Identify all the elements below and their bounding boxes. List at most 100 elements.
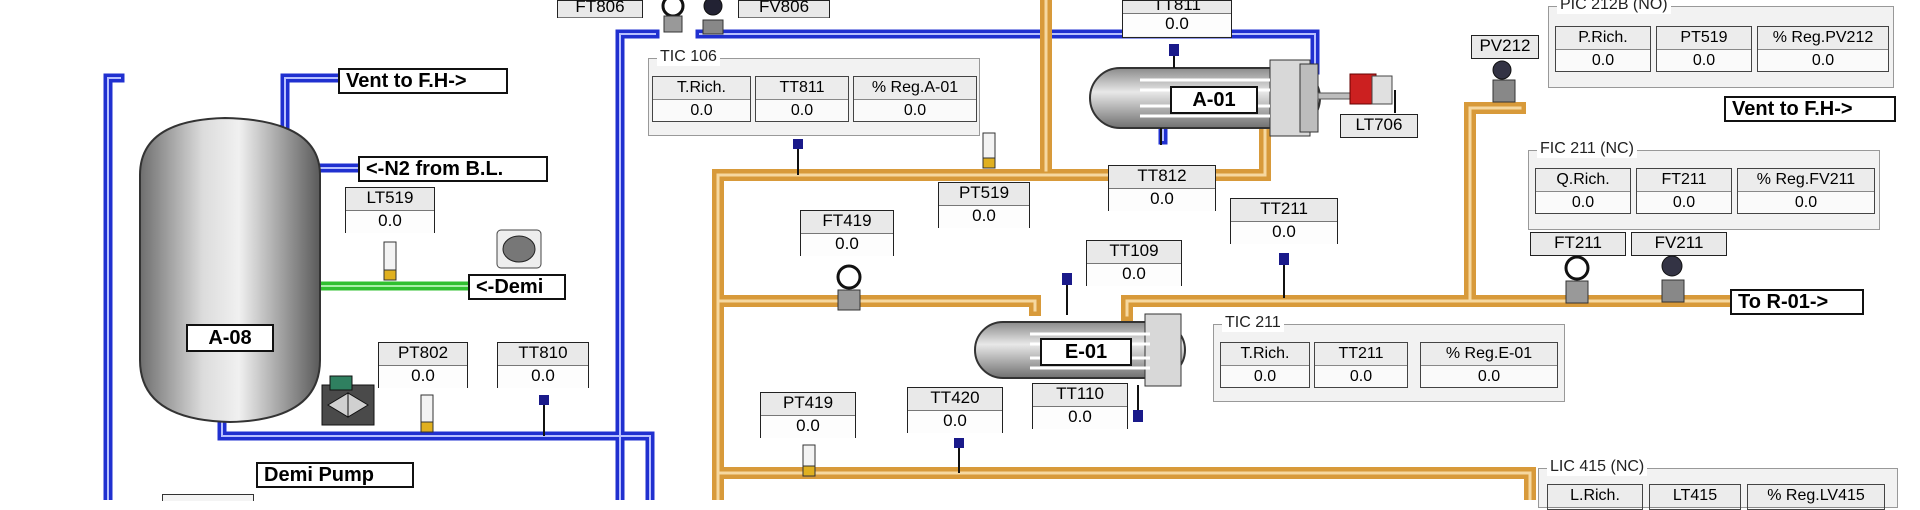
tag-tt109-value: 0.0 bbox=[1087, 264, 1181, 286]
tic211-col-0: T.Rich. 0.0 bbox=[1220, 342, 1310, 388]
tag-pt802-name: PT802 bbox=[379, 343, 467, 366]
tic211-col-2-value: 0.0 bbox=[1477, 368, 1501, 385]
tag-tt420-value: 0.0 bbox=[908, 411, 1002, 433]
tic211-col-1-header: TT211 bbox=[1315, 343, 1407, 366]
panel-tic106[interactable]: TIC 106 T.Rich. 0.0 TT811 0.0 % Reg.A-01… bbox=[648, 48, 980, 136]
pic212b-col-1: PT519 0.0 bbox=[1656, 26, 1752, 72]
pic212b-col-2-value: 0.0 bbox=[1811, 52, 1835, 69]
to-r01-label: To R-01-> bbox=[1730, 289, 1864, 315]
lic415-col-0: L.Rich. bbox=[1547, 484, 1643, 510]
tag-lt519-value: 0.0 bbox=[346, 211, 434, 233]
panel-fic211[interactable]: FIC 211 (NC) Q.Rich. 0.0 FT211 0.0 % Reg… bbox=[1528, 140, 1880, 230]
tag-tt810[interactable]: TT810 0.0 bbox=[497, 342, 589, 388]
lic415-col-2: % Reg.LV415 bbox=[1747, 484, 1885, 510]
equipment-a01[interactable]: A-01 bbox=[1170, 86, 1258, 114]
tag-ft806-name: FT806 bbox=[558, 0, 642, 18]
fic211-col-2-value: 0.0 bbox=[1794, 194, 1818, 211]
pic212b-col-0-header: P.Rich. bbox=[1556, 27, 1650, 50]
tag-lt706-name: LT706 bbox=[1341, 115, 1417, 137]
tag-tt110-name: TT110 bbox=[1033, 384, 1127, 407]
tag-stub-bottom-left bbox=[162, 494, 254, 501]
lic415-col-0-header: L.Rich. bbox=[1548, 485, 1642, 508]
tag-ft211-name: FT211 bbox=[1531, 233, 1625, 255]
fic211-col-0: Q.Rich. 0.0 bbox=[1535, 168, 1631, 214]
pic212b-col-0: P.Rich. 0.0 bbox=[1555, 26, 1651, 72]
tag-pt802[interactable]: PT802 0.0 bbox=[378, 342, 468, 388]
tag-lt519[interactable]: LT519 0.0 bbox=[345, 187, 435, 233]
panel-fic211-title: FIC 211 (NC) bbox=[1537, 140, 1637, 158]
instruments bbox=[321, 0, 1685, 477]
tag-tt811-value: 0.0 bbox=[1123, 14, 1231, 36]
tic211-col-1-value: 0.0 bbox=[1349, 368, 1373, 385]
tag-fv211[interactable]: FV211 bbox=[1631, 232, 1727, 256]
tic106-col-0-value: 0.0 bbox=[690, 102, 713, 119]
panel-tic211-title: TIC 211 bbox=[1222, 314, 1284, 332]
tic106-col-2: % Reg.A-01 0.0 bbox=[853, 76, 977, 122]
tag-tt811[interactable]: TT811 0.0 bbox=[1122, 0, 1232, 38]
tic106-col-1-header: TT811 bbox=[756, 77, 848, 100]
tag-tt110[interactable]: TT110 0.0 bbox=[1032, 383, 1128, 429]
tic211-col-1: TT211 0.0 bbox=[1314, 342, 1408, 388]
tag-fv806-name: FV806 bbox=[739, 0, 829, 18]
tag-tt810-name: TT810 bbox=[498, 343, 588, 366]
tic106-col-0: T.Rich. 0.0 bbox=[652, 76, 751, 122]
tag-pt802-value: 0.0 bbox=[379, 366, 467, 388]
tag-lt706[interactable]: LT706 bbox=[1340, 114, 1418, 138]
tag-ft806[interactable]: FT806 bbox=[557, 0, 643, 18]
panel-lic415-title: LIC 415 (NC) bbox=[1547, 458, 1648, 476]
fic211-col-1: FT211 0.0 bbox=[1636, 168, 1732, 214]
tag-tt110-value: 0.0 bbox=[1033, 407, 1127, 429]
tag-pt519-name: PT519 bbox=[939, 183, 1029, 206]
fic211-col-0-header: Q.Rich. bbox=[1536, 169, 1630, 192]
vent-right-label: Vent to F.H-> bbox=[1724, 96, 1896, 122]
tic106-col-0-header: T.Rich. bbox=[653, 77, 750, 100]
tag-fv211-name: FV211 bbox=[1632, 233, 1726, 255]
tic106-col-1-value: 0.0 bbox=[790, 102, 814, 119]
lic415-col-1-header: LT415 bbox=[1650, 485, 1740, 508]
tic211-col-2: % Reg.E-01 0.0 bbox=[1420, 342, 1558, 388]
equipment-a08[interactable]: A-08 bbox=[186, 324, 274, 352]
tag-pt419[interactable]: PT419 0.0 bbox=[760, 392, 856, 438]
tag-fv806[interactable]: FV806 bbox=[738, 0, 830, 18]
fic211-col-1-header: FT211 bbox=[1637, 169, 1731, 192]
tag-tt811-name: TT811 bbox=[1123, 1, 1231, 14]
tag-pv212[interactable]: PV212 bbox=[1471, 35, 1539, 59]
equipment-e01[interactable]: E-01 bbox=[1040, 338, 1132, 366]
tag-tt812[interactable]: TT812 0.0 bbox=[1108, 165, 1216, 211]
tag-ft419-name: FT419 bbox=[801, 211, 893, 234]
panel-tic211[interactable]: TIC 211 T.Rich. 0.0 TT211 0.0 % Reg.E-01… bbox=[1213, 314, 1565, 402]
tag-tt812-value: 0.0 bbox=[1109, 189, 1215, 211]
tag-tt812-name: TT812 bbox=[1109, 166, 1215, 189]
tic106-col-2-value: 0.0 bbox=[903, 102, 927, 119]
tag-tt211[interactable]: TT211 0.0 bbox=[1230, 198, 1338, 244]
demi-pump-label: Demi Pump bbox=[256, 462, 414, 488]
tag-tt211-value: 0.0 bbox=[1231, 222, 1337, 244]
orange-pipes bbox=[712, 0, 1746, 500]
tic106-col-1: TT811 0.0 bbox=[755, 76, 849, 122]
tag-pv212-name: PV212 bbox=[1472, 36, 1538, 58]
tag-tt109[interactable]: TT109 0.0 bbox=[1086, 240, 1182, 286]
n2-from-bl-label: <-N2 from B.L. bbox=[358, 156, 548, 182]
tag-tt211-name: TT211 bbox=[1231, 199, 1337, 222]
tag-pt519-value: 0.0 bbox=[939, 206, 1029, 228]
panel-pic212b[interactable]: PIC 212B (NO) P.Rich. 0.0 PT519 0.0 % Re… bbox=[1548, 0, 1894, 88]
tag-lt519-name: LT519 bbox=[346, 188, 434, 211]
tank-a08 bbox=[139, 116, 321, 424]
fic211-col-2-header: % Reg.FV211 bbox=[1738, 169, 1874, 192]
tag-ft419[interactable]: FT419 0.0 bbox=[800, 210, 894, 256]
tag-tt109-name: TT109 bbox=[1087, 241, 1181, 264]
fic211-col-1-value: 0.0 bbox=[1672, 194, 1696, 211]
panel-tic106-title: TIC 106 bbox=[657, 48, 720, 66]
tag-ft419-value: 0.0 bbox=[801, 234, 893, 256]
pic212b-col-2-header: % Reg.PV212 bbox=[1758, 27, 1888, 50]
pic212b-col-1-value: 0.0 bbox=[1692, 52, 1716, 69]
tag-tt420[interactable]: TT420 0.0 bbox=[907, 387, 1003, 433]
tic106-col-2-header: % Reg.A-01 bbox=[854, 77, 976, 100]
panel-lic415[interactable]: LIC 415 (NC) L.Rich. LT415 % Reg.LV415 bbox=[1538, 458, 1898, 510]
pic212b-col-2: % Reg.PV212 0.0 bbox=[1757, 26, 1889, 72]
lic415-col-2-header: % Reg.LV415 bbox=[1748, 485, 1884, 508]
tag-pt519[interactable]: PT519 0.0 bbox=[938, 182, 1030, 228]
tag-ft211[interactable]: FT211 bbox=[1530, 232, 1626, 256]
